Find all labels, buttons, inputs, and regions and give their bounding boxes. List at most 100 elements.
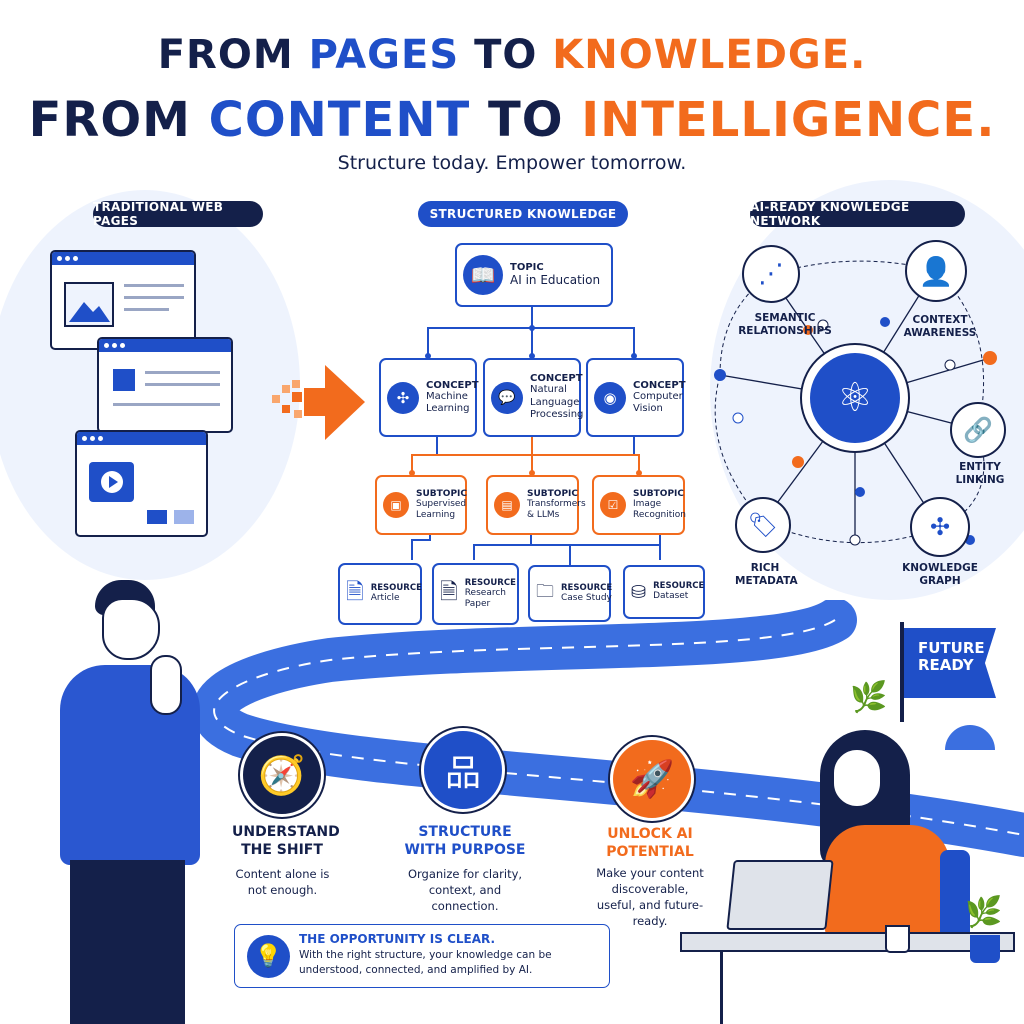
web-page-window-2 xyxy=(97,337,233,433)
graph-icon: ✣ xyxy=(929,513,951,541)
resource-name: Article xyxy=(370,593,400,604)
database-icon: ⛁ xyxy=(631,581,647,603)
subtopic-name: Transformers & LLMs xyxy=(527,498,586,520)
folder-icon: 🗀 xyxy=(536,580,554,602)
resource-name: Case Study xyxy=(561,592,612,603)
document-icon: 🗎 xyxy=(346,580,364,605)
headline-line-1: FROM PAGES TO KNOWLEDGE. xyxy=(157,32,867,78)
flag-pole xyxy=(900,622,904,722)
network-node-semantic[interactable]: ⋰ xyxy=(742,245,800,303)
book-icon: 📖 xyxy=(463,255,503,295)
thinking-man-illustration xyxy=(40,570,220,1024)
brain-circuit-icon: ⚛ xyxy=(810,353,900,443)
resource-kind: RESOURCE xyxy=(370,583,422,594)
step-title-understand: UNDERSTAND THE SHIFT xyxy=(232,824,340,858)
network-node-knowledge-graph[interactable]: ✣ xyxy=(910,497,970,557)
step-desc-unlock: Make your content discoverable, useful, … xyxy=(596,866,704,929)
tag-icon: 🏷 xyxy=(747,511,779,539)
network-label-entity: ENTITY LINKING xyxy=(955,461,1005,486)
rocket-icon: 🚀 xyxy=(629,759,675,800)
network-label-metadata: RICH METADATA xyxy=(735,562,798,587)
step-understand-icon: 🧭 xyxy=(240,733,324,817)
step-desc-structure: Organize for clarity, context, and conne… xyxy=(407,867,523,914)
compass-icon: 🧭 xyxy=(258,752,306,797)
subtopic-name: Supervised Learning xyxy=(416,498,467,520)
concept-kind: CONCEPT xyxy=(633,379,686,391)
plant-leaves-icon: 🌿 xyxy=(965,895,1003,930)
image-icon xyxy=(64,282,114,327)
image-check-icon: ☑ xyxy=(600,492,626,518)
step-desc-understand: Content alone is not enough. xyxy=(235,867,330,898)
subtopic-kind: SUBTOPIC xyxy=(416,488,467,499)
coffee-mug xyxy=(885,925,910,953)
callout-title: THE OPPORTUNITY IS CLEAR. xyxy=(299,932,496,946)
resource-kind: RESOURCE xyxy=(561,582,613,593)
chat-icon: 💬 xyxy=(491,381,523,414)
concept-name: Computer Vision xyxy=(633,390,683,415)
presentation-icon: ▣ xyxy=(383,492,409,518)
callout-text: With the right structure, your knowledge… xyxy=(299,949,552,977)
step-unlock-icon: 🚀 xyxy=(610,737,694,821)
eye-icon: ◉ xyxy=(594,381,626,414)
network-node-entity[interactable]: 🔗 xyxy=(950,402,1006,458)
network-label-semantic: SEMANTIC RELATIONSHIPS xyxy=(738,312,832,337)
transform-arrow xyxy=(272,365,365,440)
resource-kind: RESOURCE xyxy=(653,581,705,592)
tree-connectors xyxy=(409,306,661,565)
hierarchy-icon: 品 xyxy=(444,753,481,794)
concept-kind: CONCEPT xyxy=(530,373,583,385)
network-label-knowledge-graph: KNOWLEDGE GRAPH xyxy=(902,562,978,587)
topic-kind: TOPIC xyxy=(510,262,544,273)
network-label-context: CONTEXT AWARENESS xyxy=(903,314,977,339)
network-node-context[interactable]: 👤 xyxy=(905,240,967,302)
subtopic-kind: SUBTOPIC xyxy=(633,488,684,499)
document-icon: 🗎 xyxy=(440,580,458,605)
share-icon: ⋰ xyxy=(758,259,784,289)
opportunity-callout: 💡 THE OPPORTUNITY IS CLEAR. With the rig… xyxy=(234,924,610,988)
step-structure-icon: 品 xyxy=(421,728,505,812)
subtitle: Structure today. Empower tomorrow. xyxy=(337,152,687,174)
resource-name: Dataset xyxy=(653,591,689,602)
headline-line-2: FROM CONTENT TO INTELLIGENCE. xyxy=(28,92,996,148)
resource-kind: RESOURCE xyxy=(464,577,516,588)
step-title-unlock: UNLOCK AI POTENTIAL xyxy=(606,826,694,860)
subtopic-name: Image Recognition xyxy=(633,498,686,520)
resource-name: Research Paper xyxy=(464,587,506,609)
network-node-metadata[interactable]: 🏷 xyxy=(735,497,791,553)
step-title-structure: STRUCTURE WITH PURPOSE xyxy=(404,824,526,858)
web-page-window-1 xyxy=(50,250,196,350)
web-page-window-3 xyxy=(75,430,208,537)
laptop xyxy=(726,860,834,930)
section-label-traditional: TRADITIONAL WEB PAGES xyxy=(93,200,263,228)
video-play-icon xyxy=(89,462,134,502)
lightbulb-icon: 💡 xyxy=(247,935,290,978)
plant-pot xyxy=(970,935,1000,963)
link-icon: 🔗 xyxy=(963,416,993,444)
chair xyxy=(940,850,970,940)
concept-name: Machine Learning xyxy=(426,390,470,415)
concept-kind: CONCEPT xyxy=(426,379,479,391)
plant-icon: 🌿 xyxy=(850,680,888,715)
topic-name: AI in Education xyxy=(510,273,601,287)
desk xyxy=(680,932,1015,952)
network-icon: ✣ xyxy=(387,381,419,414)
user-icon: 👤 xyxy=(918,254,954,288)
ai-brain-hub[interactable]: ⚛ xyxy=(800,343,910,453)
section-label-network: AI-READY KNOWLEDGE NETWORK xyxy=(750,200,965,228)
concept-name: Natural Language Processing xyxy=(530,384,584,421)
desk-leg xyxy=(720,952,723,1024)
woman-with-laptop-illustration xyxy=(810,730,960,940)
subtopic-kind: SUBTOPIC xyxy=(527,488,578,499)
future-ready-flag: FUTURE READY xyxy=(904,628,996,698)
